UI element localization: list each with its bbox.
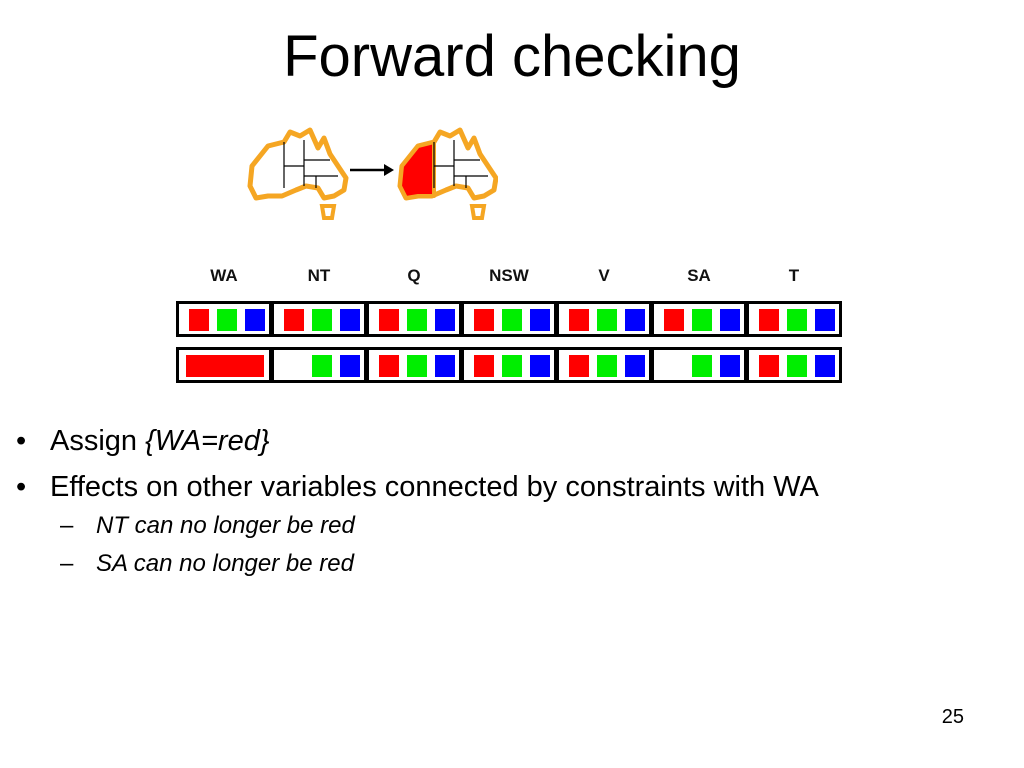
domain-cell-t: [746, 301, 842, 337]
green-value: [407, 309, 427, 331]
domain-cell-nt: [271, 347, 367, 383]
red-value: [474, 355, 494, 377]
subbullet-sa: –SA can no longer be red: [60, 550, 354, 578]
green-value: [692, 355, 712, 377]
var-header-q: Q: [407, 266, 421, 285]
blue-value: [720, 355, 740, 377]
australia-map-before: [247, 127, 349, 220]
red-value: [379, 309, 399, 331]
red-value: [569, 355, 589, 377]
blue-value: [435, 355, 455, 377]
slide-title: Forward checking: [283, 24, 741, 89]
green-value: [502, 355, 522, 377]
red-value: [474, 309, 494, 331]
subbullet-sa-text: SA can no longer be red: [96, 550, 354, 577]
var-header-t: T: [788, 266, 800, 285]
bullet-assign-italic: {WA=red}: [145, 425, 270, 457]
blue-value: [625, 355, 645, 377]
blue-value: [245, 309, 265, 331]
red-value: [759, 309, 779, 331]
domain-cell-q: [366, 347, 462, 383]
red-value: [189, 309, 209, 331]
blue-value: [530, 309, 550, 331]
green-value: [217, 309, 237, 331]
dash-glyph: –: [60, 512, 74, 539]
domain-cell-wa: [176, 347, 272, 383]
page-number: 25: [941, 706, 964, 728]
green-value: [312, 355, 332, 377]
australia-map-after: [397, 127, 498, 220]
var-header-nsw: NSW: [489, 266, 529, 285]
assigned-red-value: [186, 355, 264, 377]
green-value: [597, 355, 617, 377]
domain-cell-sa: [651, 347, 747, 383]
green-value: [502, 309, 522, 331]
domain-cell-nsw: [461, 301, 557, 337]
dash-glyph: –: [60, 550, 74, 577]
blue-value: [815, 309, 835, 331]
green-value: [597, 309, 617, 331]
bullet-glyph: •: [16, 471, 27, 503]
bullet-glyph: •: [16, 425, 27, 457]
var-header-nt: NT: [307, 266, 331, 285]
green-value: [407, 355, 427, 377]
blue-value: [720, 309, 740, 331]
arrow-icon: [350, 164, 394, 176]
blue-value: [530, 355, 550, 377]
green-value: [312, 309, 332, 331]
var-header-wa: WA: [210, 266, 238, 285]
domain-cell-v: [556, 347, 652, 383]
domain-cell-t: [746, 347, 842, 383]
bullet-effects: • Effects on other variables connected by…: [16, 470, 819, 504]
domain-cell-wa: [176, 301, 272, 337]
domain-row-initial: [176, 301, 846, 337]
green-value: [787, 309, 807, 331]
var-header-v: V: [598, 266, 610, 285]
red-value: [759, 355, 779, 377]
red-value: [569, 309, 589, 331]
domain-row-after-assign: [176, 347, 846, 383]
green-value: [787, 355, 807, 377]
blue-value: [340, 355, 360, 377]
red-value: [379, 355, 399, 377]
blue-value: [435, 309, 455, 331]
bullet-effects-text: Effects on other variables connected by …: [50, 471, 819, 503]
domain-cell-nt: [271, 301, 367, 337]
red-value: [664, 309, 684, 331]
domain-cell-q: [366, 301, 462, 337]
red-value: [284, 309, 304, 331]
blue-value: [815, 355, 835, 377]
green-value: [692, 309, 712, 331]
bullet-assign-text: Assign: [50, 425, 146, 457]
blue-value: [625, 309, 645, 331]
domain-cell-nsw: [461, 347, 557, 383]
domain-cell-sa: [651, 301, 747, 337]
var-header-sa: SA: [687, 266, 711, 285]
blue-value: [340, 309, 360, 331]
subbullet-nt: –NT can no longer be red: [60, 512, 355, 540]
domain-cell-v: [556, 301, 652, 337]
australia-maps-diagram: [247, 127, 498, 220]
subbullet-nt-text: NT can no longer be red: [96, 512, 355, 539]
bullet-assign: • Assign {WA=red}: [16, 424, 270, 458]
